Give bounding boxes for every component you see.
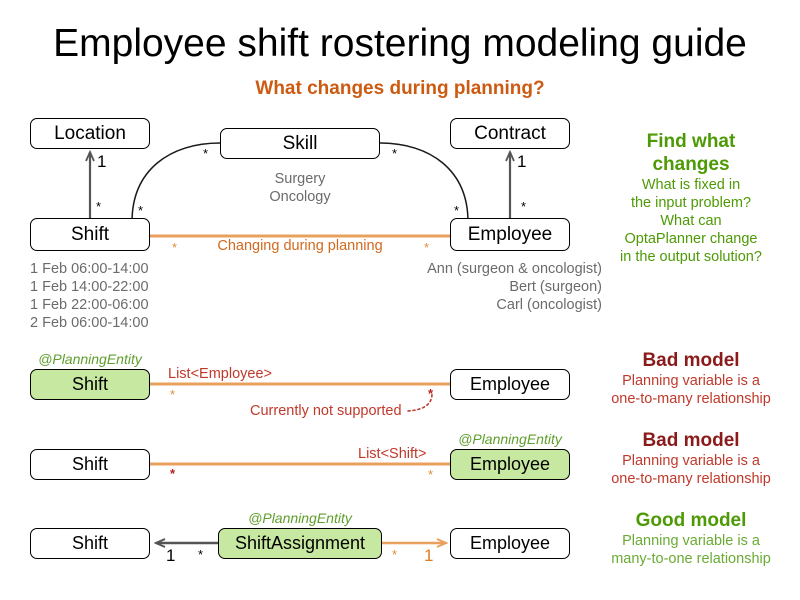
employee-example-item: Ann (surgeon & oncologist) bbox=[427, 261, 602, 277]
node-good-model-shift[interactable]: Shift bbox=[30, 528, 150, 559]
callout-good-model-body-line2: many-to-one relationship bbox=[611, 551, 771, 567]
callout-bad-model-2-body-line1: Planning variable is a bbox=[622, 453, 760, 469]
employee-examples: Ann (surgeon & oncologist) Bert (surgeon… bbox=[340, 260, 602, 314]
callout-body-line4: OptaPlanner change bbox=[624, 231, 758, 247]
node-good-model-shift-label: Shift bbox=[71, 533, 109, 553]
callout-find-what-changes: Find what changes What is fixed in the i… bbox=[588, 130, 794, 266]
callout-good-model-head: Good model bbox=[635, 510, 747, 531]
node-bad-model-2-shift-label: Shift bbox=[71, 454, 109, 474]
node-bad-model-2-shift[interactable]: Shift bbox=[30, 449, 150, 480]
skill-example-item: Oncology bbox=[269, 189, 331, 205]
node-skill-label: Skill bbox=[282, 132, 318, 154]
mult-shift-to-location: * bbox=[96, 199, 102, 214]
shift-examples: 1 Feb 06:00-14:00 1 Feb 14:00-22:00 1 Fe… bbox=[30, 260, 280, 332]
callout-bad-model-1-body-line2: one-to-many relationship bbox=[611, 391, 771, 407]
mult-employee-to-contract: * bbox=[521, 199, 527, 214]
node-bad-model-1-shift-label: Shift bbox=[71, 374, 109, 394]
mult-shift-to-skill: * bbox=[138, 203, 144, 218]
annotation-currently-not-supported: Currently not supported bbox=[250, 403, 402, 419]
employee-example-item: Carl (oncologist) bbox=[496, 297, 602, 313]
node-good-model-shiftassignment-label: ShiftAssignment bbox=[234, 533, 366, 553]
node-good-model-employee-label: Employee bbox=[469, 533, 551, 553]
callout-body-line5: in the output solution? bbox=[620, 249, 762, 265]
mult-skill-right: * bbox=[392, 146, 398, 161]
node-contract[interactable]: Contract bbox=[450, 118, 570, 149]
mult-employee-to-skill: * bbox=[454, 203, 460, 218]
mult-contract-one: 1 bbox=[517, 152, 527, 171]
callout-body-line1: What is fixed in bbox=[641, 177, 741, 193]
callout-bad-model-1-body-line1: Planning variable is a bbox=[622, 373, 760, 389]
shift-example-item: 1 Feb 06:00-14:00 bbox=[30, 261, 149, 277]
leader-currently-not-supported bbox=[407, 393, 433, 412]
edge-employee-skill bbox=[379, 142, 469, 223]
node-good-model-shiftassignment[interactable]: ShiftAssignment bbox=[218, 528, 382, 559]
node-employee-top-label: Employee bbox=[467, 223, 553, 245]
page-title: Employee shift rostering modeling guide bbox=[53, 22, 747, 65]
shift-example-item: 2 Feb 06:00-14:00 bbox=[30, 315, 149, 331]
callout-good-model: Good model Planning variable is a many-t… bbox=[588, 509, 794, 568]
stereotype-good-model-middle: @PlanningEntity bbox=[248, 510, 352, 526]
mult-good-model-assignment-right: * bbox=[392, 547, 398, 562]
node-bad-model-2-employee-label: Employee bbox=[469, 454, 551, 474]
mult-skill-left: * bbox=[203, 146, 209, 161]
mult-good-model-employee-side: 1 bbox=[424, 546, 434, 565]
callout-bad-model-1-head: Bad model bbox=[642, 350, 740, 371]
callout-bad-model-2-body-line2: one-to-many relationship bbox=[611, 471, 771, 487]
employee-example-item: Bert (surgeon) bbox=[509, 279, 602, 295]
node-shift-top-label: Shift bbox=[70, 223, 110, 245]
mult-shift-to-employee: * bbox=[172, 240, 178, 255]
callout-good-model-body-line1: Planning variable is a bbox=[622, 533, 760, 549]
node-location-label: Location bbox=[54, 122, 126, 144]
mult-bad-model-1-right: * bbox=[428, 386, 434, 401]
edge-shift-skill bbox=[131, 142, 221, 223]
callout-head-line1: Find what bbox=[646, 131, 736, 152]
node-good-model-employee[interactable]: Employee bbox=[450, 528, 570, 559]
mult-bad-model-2-left: * bbox=[170, 466, 176, 481]
callout-bad-model-2-head: Bad model bbox=[642, 430, 740, 451]
callout-bad-model-1: Bad model Planning variable is a one-to-… bbox=[588, 349, 794, 408]
callout-bad-model-2: Bad model Planning variable is a one-to-… bbox=[588, 429, 794, 488]
node-bad-model-2-employee[interactable]: Employee bbox=[450, 449, 570, 480]
edge-label-bad-model-1: List<Employee> bbox=[168, 366, 272, 382]
node-bad-model-1-shift[interactable]: Shift bbox=[30, 369, 150, 400]
callout-head-line2: changes bbox=[652, 154, 730, 175]
mult-good-model-assignment-left: * bbox=[198, 547, 204, 562]
node-contract-label: Contract bbox=[474, 122, 546, 144]
mult-good-model-shift-side: 1 bbox=[166, 546, 176, 565]
label-changing-during-planning: Changing during planning bbox=[217, 238, 383, 254]
node-location[interactable]: Location bbox=[30, 118, 150, 149]
mult-location-one: 1 bbox=[97, 152, 107, 171]
callout-body-line2: the input problem? bbox=[630, 195, 752, 211]
callout-body-line3: What can bbox=[660, 213, 722, 229]
node-bad-model-1-employee[interactable]: Employee bbox=[450, 369, 570, 400]
node-employee-top[interactable]: Employee bbox=[450, 218, 570, 251]
shift-example-item: 1 Feb 14:00-22:00 bbox=[30, 279, 149, 295]
skill-example-item: Surgery bbox=[274, 171, 326, 187]
skill-examples: Surgery Oncology bbox=[220, 170, 380, 206]
stereotype-bad-model-1-left: @PlanningEntity bbox=[38, 351, 142, 367]
edge-label-bad-model-2: List<Shift> bbox=[358, 446, 427, 462]
mult-employee-to-shift: * bbox=[424, 240, 430, 255]
page-subtitle: What changes during planning? bbox=[255, 78, 545, 99]
mult-bad-model-1-left: * bbox=[170, 387, 176, 402]
node-skill[interactable]: Skill bbox=[220, 128, 380, 159]
node-bad-model-1-employee-label: Employee bbox=[469, 374, 551, 394]
shift-example-item: 1 Feb 22:00-06:00 bbox=[30, 297, 149, 313]
node-shift-top[interactable]: Shift bbox=[30, 218, 150, 251]
stereotype-bad-model-2-right: @PlanningEntity bbox=[458, 431, 562, 447]
mult-bad-model-2-right: * bbox=[428, 467, 434, 482]
